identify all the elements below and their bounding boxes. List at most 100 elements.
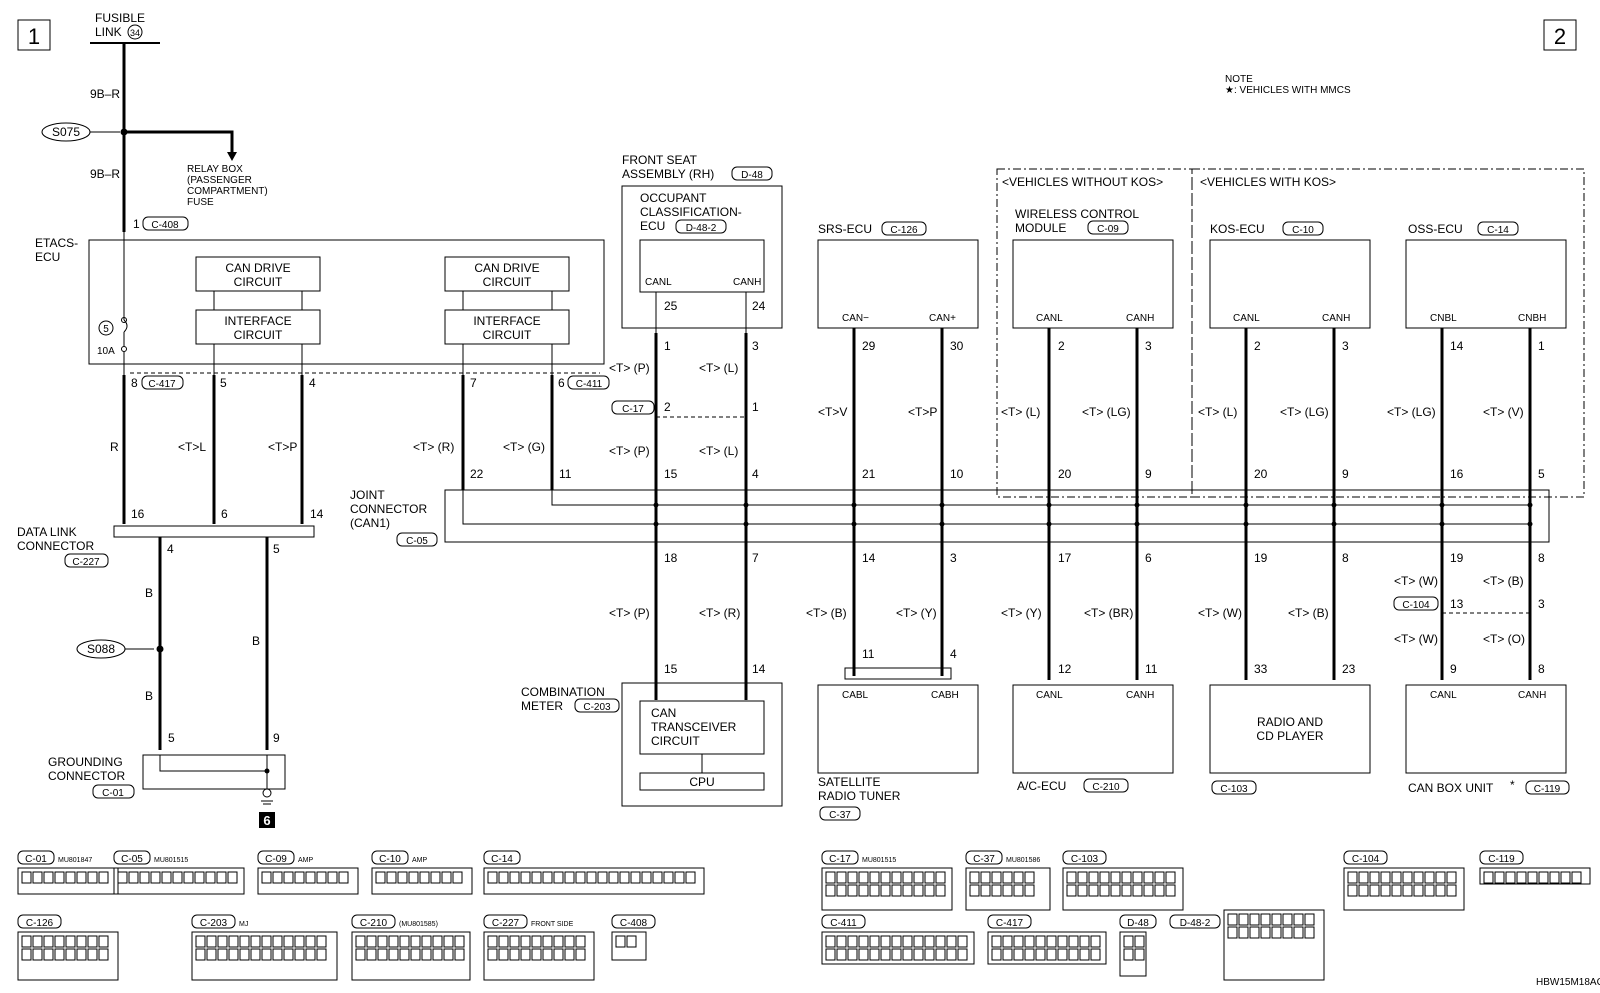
conn-c05: C-05 (406, 536, 428, 547)
legend-cavity (1121, 871, 1132, 884)
fs-pin-24: 24 (752, 299, 766, 313)
legend-cavity (76, 935, 87, 948)
legend-cavity (76, 871, 87, 884)
sat-conn-box (844, 667, 952, 680)
legend-tag (113, 850, 151, 865)
legend-cavity (1134, 935, 1145, 948)
legend-connector-id: C-14 (491, 854, 513, 865)
legend-cavity (421, 948, 432, 961)
legend-cavity (575, 871, 586, 884)
fuse-dot-bottom (121, 346, 127, 352)
legend-cavity (902, 884, 913, 897)
legend-connector-face (1062, 867, 1184, 911)
legend-cavity (1002, 935, 1013, 948)
legend-cavity (239, 948, 250, 961)
wl-rad-tb: <T> (B) (1288, 606, 1329, 620)
legend-cavity (641, 871, 652, 884)
legend-cavity (542, 871, 553, 884)
legend-connector-id: C-05 (121, 854, 143, 865)
conn-c10: C-10 (1292, 225, 1314, 236)
legend-cavity (305, 935, 316, 948)
legend-cavity (261, 948, 272, 961)
legend-tag (17, 850, 55, 865)
etacs-pin-7: 7 (470, 376, 477, 390)
joint-pin-14: 14 (862, 551, 876, 565)
legend-cavity (847, 871, 858, 884)
legend-cavity (880, 948, 891, 961)
legend-cavity (1538, 871, 1549, 884)
joint-junction-dot (1439, 502, 1445, 508)
radio-name-1: RADIO AND (1257, 715, 1323, 729)
legend-cavity (1227, 913, 1238, 926)
legend-cavity (65, 871, 76, 884)
fs-pin-1: 1 (664, 339, 671, 353)
wl-dlc-b2: B (252, 634, 260, 648)
legend-cavity (1132, 884, 1143, 897)
rad-pin-23: 23 (1342, 662, 1356, 676)
legend-cavity (216, 871, 227, 884)
legend-cavity (1035, 948, 1046, 961)
legend-tag (611, 914, 656, 929)
conn-c203-tag (574, 698, 620, 713)
legend-tag (1169, 914, 1221, 929)
interface-right-1: INTERFACE (473, 314, 540, 328)
legend-cavity (366, 935, 377, 948)
etacs-name-2: ECU (35, 250, 60, 264)
joint-name-1: JOINT (350, 488, 385, 502)
legend-cavity (54, 935, 65, 948)
legend-cavity (183, 871, 194, 884)
legend-connector-id: C-37 (973, 854, 995, 865)
ac-box (1012, 684, 1174, 774)
legend-cavity (195, 935, 206, 948)
legend-cavity (586, 871, 597, 884)
legend-cavity (869, 948, 880, 961)
legend-connector-id: C-203 (200, 918, 228, 929)
legend-cavity (117, 871, 128, 884)
legend-connector-part: MU801515 (154, 857, 188, 864)
legend-connector-part: MJ (239, 921, 248, 928)
joint-junction-dot (653, 521, 659, 527)
conn-c119: C-119 (1534, 784, 1561, 795)
legend-connector-part: MU801847 (58, 857, 92, 864)
conn-d48: D-48 (741, 170, 763, 181)
wire-to-relay (124, 130, 234, 155)
wl-etacs-r: R (110, 440, 119, 454)
dlc-pin-14: 14 (310, 507, 324, 521)
legend-cavity (1024, 884, 1035, 897)
legend-cavity (194, 871, 205, 884)
legend-cavity (43, 948, 54, 961)
wl-ac-ty: <T> (Y) (1001, 606, 1042, 620)
legend-cavity (21, 871, 32, 884)
legend-cavity (1304, 913, 1315, 926)
joint-junction-dot (1243, 502, 1249, 508)
legend-cavity (847, 935, 858, 948)
legend-connector-face (965, 867, 1051, 911)
fusible-link-num: 34 (130, 28, 140, 38)
legend-cavity (399, 948, 410, 961)
legend-cavity (355, 948, 366, 961)
legend-cavity (377, 948, 388, 961)
legend-cavity (825, 948, 836, 961)
legend-tag (1119, 914, 1157, 929)
legend-connector-face (1343, 867, 1465, 911)
legend-cavity (891, 948, 902, 961)
legend-cavity (32, 871, 43, 884)
legend-cavity (98, 871, 109, 884)
legend-cavity (1249, 926, 1260, 939)
legend-cavity (261, 871, 272, 884)
with-kos-label: <VEHICLES WITH KOS> (1200, 175, 1336, 189)
legend-cavity (283, 935, 294, 948)
legend-cavity (619, 871, 630, 884)
legend-cavity (388, 948, 399, 961)
legend-tag (821, 914, 866, 929)
oss-pin-5: 5 (1538, 467, 1545, 481)
conn-c14-tag (1477, 221, 1519, 236)
legend-cavity (498, 871, 509, 884)
legend-cavity (1435, 871, 1446, 884)
legend-cavity (991, 884, 1002, 897)
legend-tag (17, 914, 62, 929)
legend-cavity (1380, 884, 1391, 897)
wl-etacs-tl: <T>L (178, 440, 206, 454)
legend-cavity (1435, 884, 1446, 897)
